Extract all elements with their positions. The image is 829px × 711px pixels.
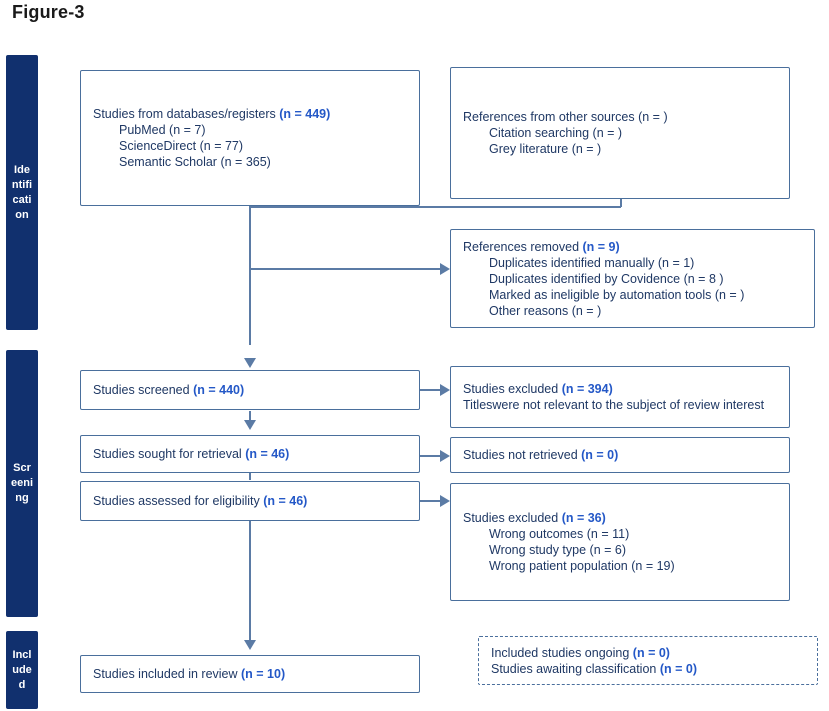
box-studies-screened-title: Studies screened (n = 440) (93, 383, 245, 397)
box-studies-excluded-eligibility: Studies excluded (n = 36) Wrong outcomes… (450, 483, 790, 601)
list-item: Duplicates identified by Covidence (n = … (489, 271, 724, 286)
box-studies-excluded-screening-title: Studies excluded (n = 394) (463, 382, 613, 396)
box-awaiting-classification-line: Studies awaiting classification (n = 0) (491, 661, 698, 676)
connector-screened-to-excluded (420, 389, 446, 391)
box-ongoing-awaiting-classification: Included studies ongoing (n = 0) Studies… (478, 636, 818, 685)
list-item: Citation searching (n = ) (489, 126, 623, 140)
list-item: Grey literature (n = ) (489, 142, 602, 156)
box-studies-excluded-eligibility-title: Studies excluded (n = 36) (463, 511, 606, 525)
list-item: Wrong patient population (n = 19) (489, 559, 675, 573)
arrowhead-references-removed (440, 263, 450, 275)
arrowhead-not-retrieved (440, 450, 450, 462)
box-studies-assessed-eligibility-title: Studies assessed for eligibility (n = 46… (93, 494, 308, 508)
list-item: Marked as ineligible by automation tools… (489, 287, 745, 302)
box-studies-screened: Studies screened (n = 440) (80, 370, 420, 410)
arrowhead-excluded-eligibility (440, 495, 450, 507)
box-studies-sought-retrieval: Studies sought for retrieval (n = 46) (80, 435, 420, 473)
arrowhead-excluded-screened (440, 384, 450, 396)
stage-bar-identification-label: Identification (11, 163, 33, 221)
connector-databases-to-screened (249, 205, 251, 345)
stage-bar-included-label: Included (12, 648, 32, 691)
list-item: Wrong study type (n = 6) (489, 543, 627, 557)
list-item: Semantic Scholar (n = 365) (119, 155, 271, 169)
stage-bar-identification: Identification (6, 55, 38, 330)
stage-bar-included: Included (6, 631, 38, 709)
stage-bar-screening: Screening (6, 350, 38, 617)
arrowhead-studies-screened (244, 358, 256, 368)
box-ongoing-studies-line: Included studies ongoing (n = 0) (491, 645, 670, 660)
box-studies-included-review: Studies included in review (n = 10) (80, 655, 420, 693)
list-item: PubMed (n = 7) (119, 123, 206, 137)
box-references-other-sources: References from other sources (n = ) Cit… (450, 67, 790, 199)
list-item: Other reasons (n = ) (489, 303, 602, 318)
connector-screened-to-sought (249, 411, 251, 424)
box-studies-not-retrieved-title: Studies not retrieved (n = 0) (463, 448, 619, 462)
arrowhead-included-review (244, 640, 256, 650)
box-references-other-sources-title: References from other sources (n = ) (463, 110, 668, 124)
box-studies-not-retrieved: Studies not retrieved (n = 0) (450, 437, 790, 473)
connector-other-sources-bridge (249, 206, 621, 208)
box-references-removed-title: References removed (n = 9) (463, 239, 620, 254)
box-studies-included-review-title: Studies included in review (n = 10) (93, 667, 286, 681)
box-studies-sought-retrieval-title: Studies sought for retrieval (n = 46) (93, 447, 290, 461)
page-title: Figure-3 (12, 2, 85, 22)
box-studies-assessed-eligibility: Studies assessed for eligibility (n = 46… (80, 481, 420, 521)
box-references-removed: References removed (n = 9) Duplicates id… (450, 229, 815, 328)
list-item: Duplicates identified manually (n = 1) (489, 255, 695, 270)
box-studies-from-databases: Studies from databases/registers (n = 44… (80, 70, 420, 206)
box-studies-excluded-screening: Studies excluded (n = 394) Titleswere no… (450, 366, 790, 428)
box-studies-from-databases-title: Studies from databases/registers (n = 44… (93, 107, 331, 121)
stage-bar-screening-label: Screening (11, 462, 34, 504)
connector-assessed-to-excluded (420, 500, 446, 502)
list-item: ScienceDirect (n = 77) (119, 139, 244, 153)
connector-to-references-removed (249, 268, 441, 270)
arrowhead-sought-retrieval (244, 420, 256, 430)
connector-assessed-to-included (249, 521, 251, 646)
connector-other-sources-drop (620, 198, 622, 207)
box-studies-excluded-screening-reason: Titleswere not relevant to the subject o… (463, 398, 765, 412)
connector-sought-to-not-retrieved (420, 455, 446, 457)
list-item: Wrong outcomes (n = 11) (489, 527, 630, 541)
connector-sought-to-assessed (249, 467, 251, 480)
